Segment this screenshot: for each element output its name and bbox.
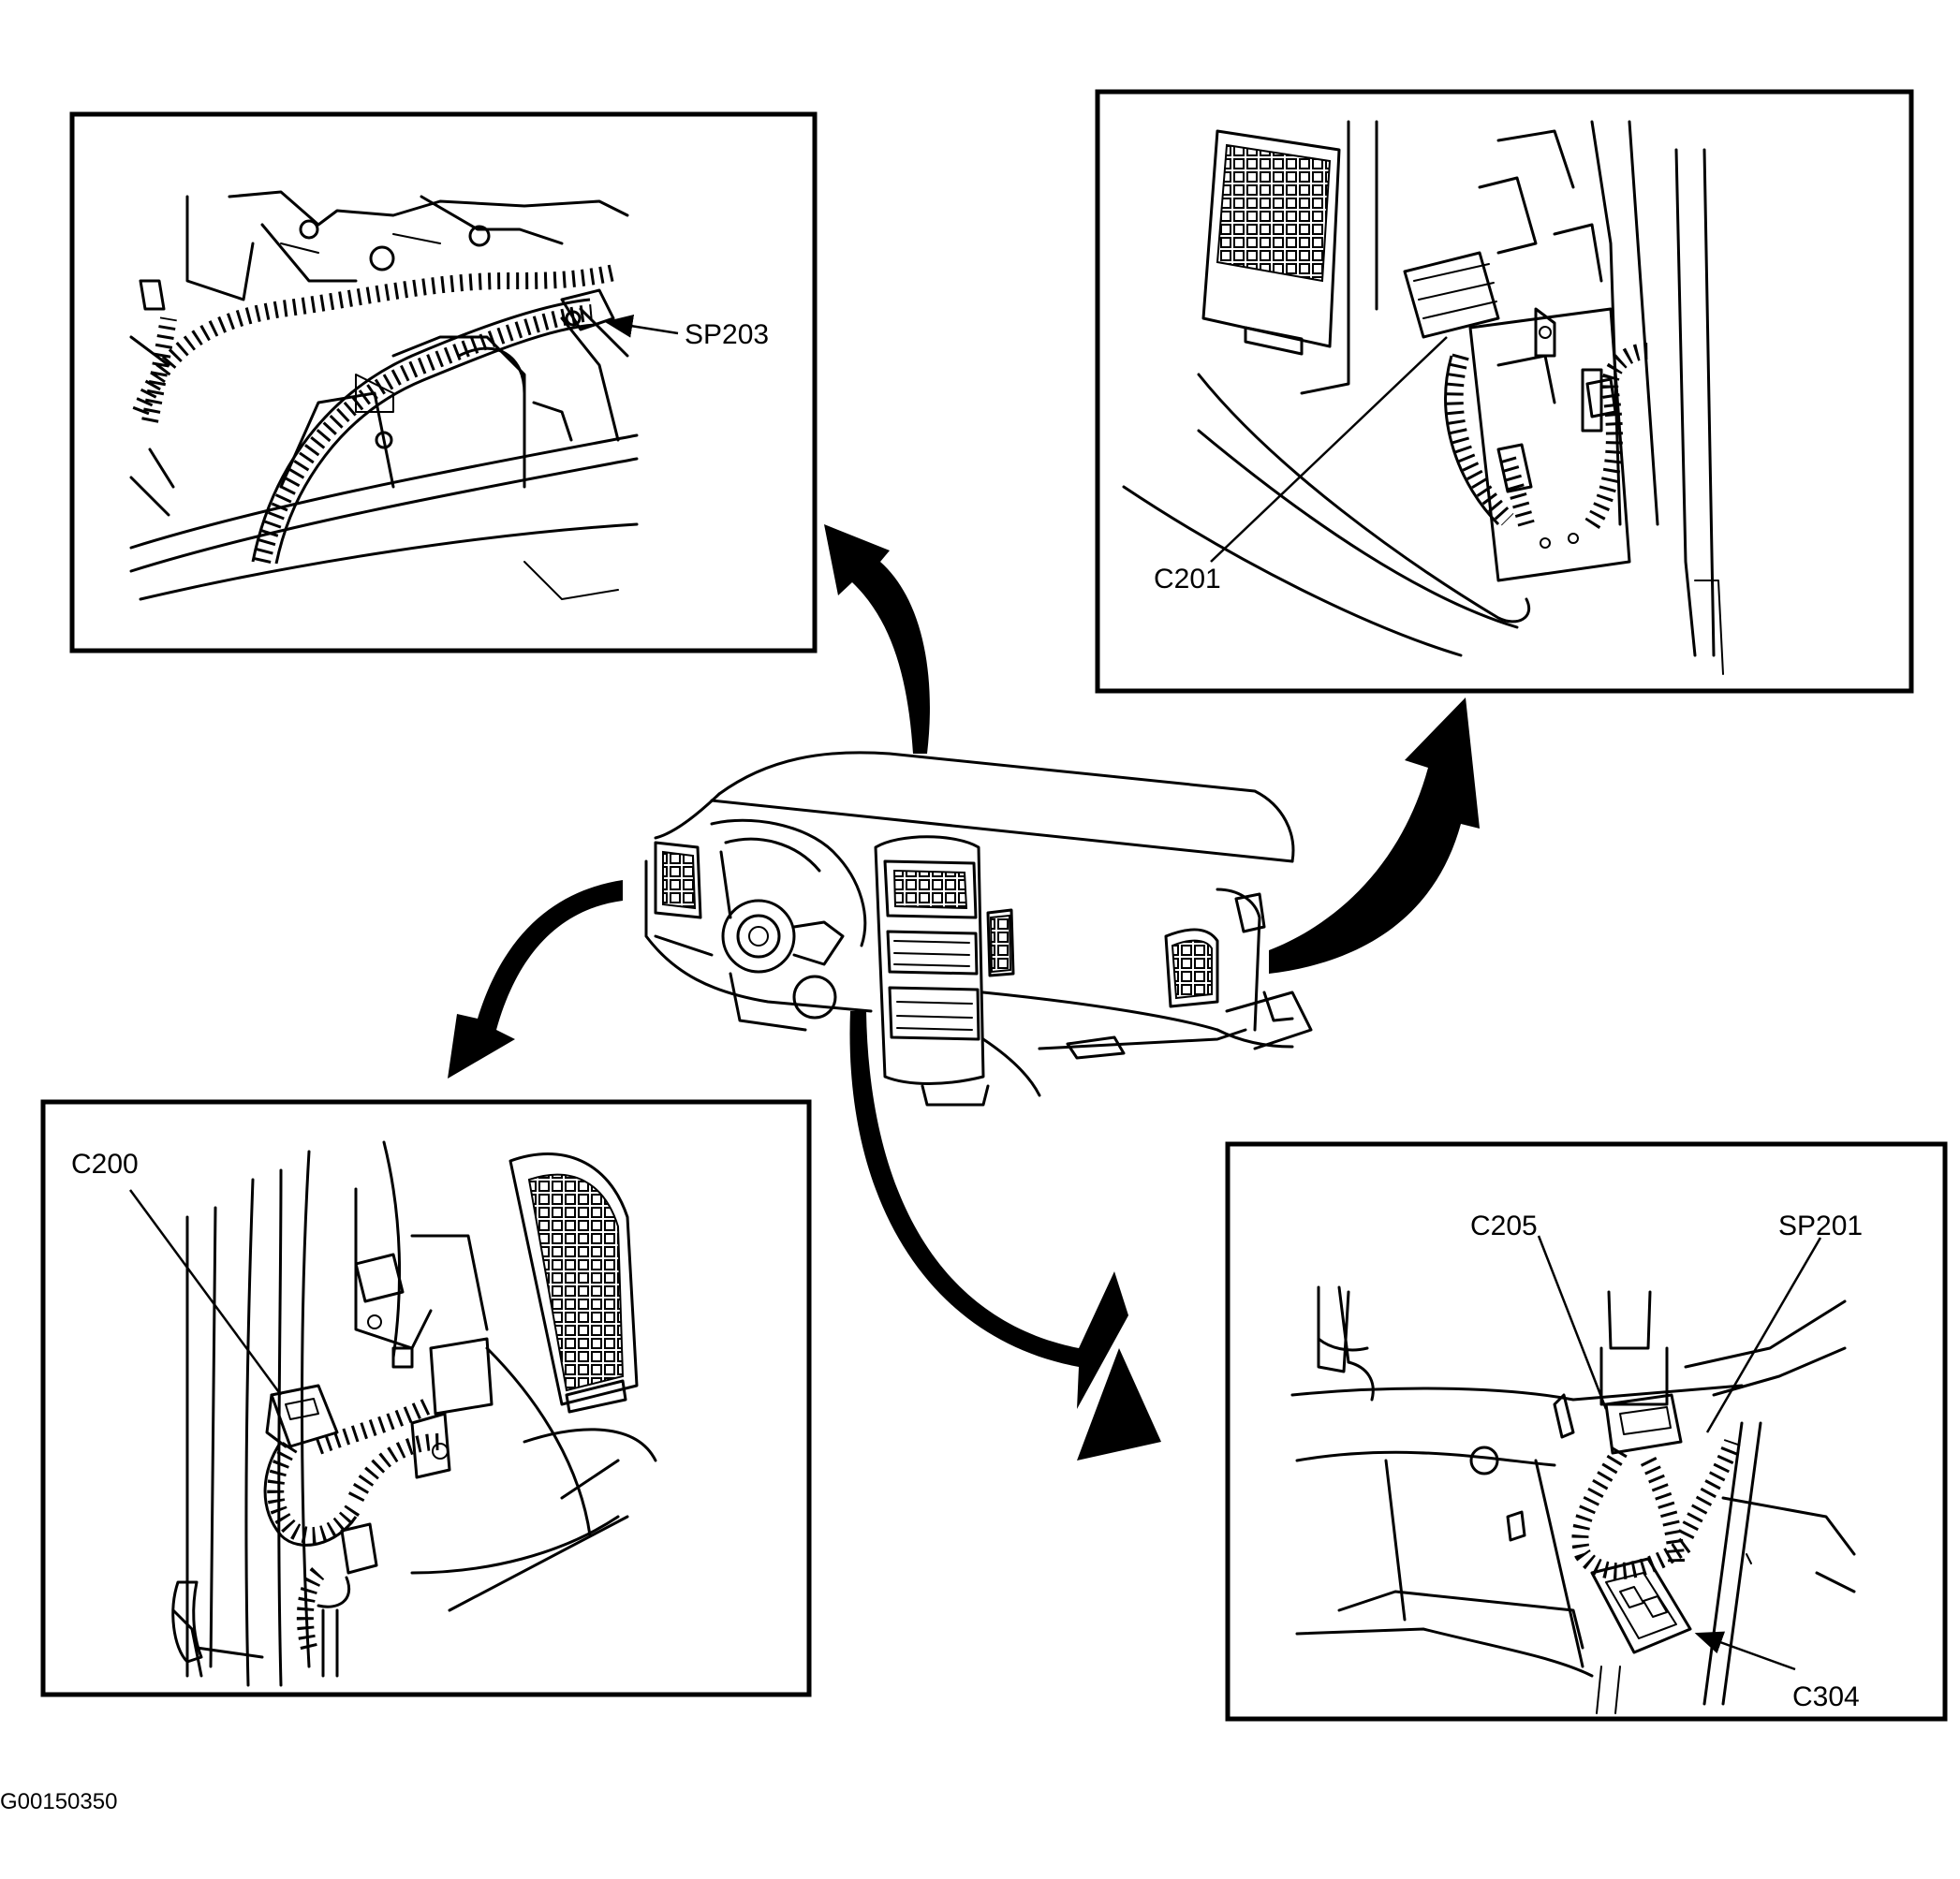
figure-id: G00150350 [0, 1789, 117, 1814]
c205-leader [1537, 1235, 1608, 1410]
c201-drawing [1122, 120, 1724, 675]
label-c200: C200 [71, 1149, 139, 1180]
detail-panel-c201: C201 [1095, 89, 1914, 694]
arrow-to-sp203 [824, 524, 930, 754]
label-sp201: SP201 [1778, 1211, 1863, 1241]
panel-frame [1225, 1141, 1948, 1722]
sp201-leader [1705, 1237, 1822, 1433]
detail-panel-sp203: SP203 [69, 111, 818, 653]
c200-leader [128, 1189, 283, 1396]
c200-drawing [171, 1140, 657, 1687]
c205-drawing [1290, 1285, 1856, 1714]
c201-leader [1210, 336, 1448, 563]
label-c205: C205 [1470, 1211, 1538, 1241]
label-c304: C304 [1792, 1681, 1860, 1712]
panel-frame [69, 111, 818, 653]
c304-leader [1694, 1631, 1796, 1671]
detail-panel-c200: C200 [40, 1099, 812, 1697]
label-sp203: SP203 [685, 319, 769, 350]
arrow-to-c200 [448, 880, 623, 1079]
sp203-drawing [129, 190, 639, 601]
detail-panel-c205-sp201-c304: C205 SP201 C304 [1225, 1141, 1948, 1722]
sp203-leader [604, 314, 679, 338]
panel-frame [40, 1099, 812, 1697]
arrow-to-c205 [849, 1011, 1161, 1461]
arrow-to-c201 [1269, 697, 1480, 974]
label-c201: C201 [1154, 564, 1221, 595]
instrument-panel-overview [644, 751, 1313, 1107]
